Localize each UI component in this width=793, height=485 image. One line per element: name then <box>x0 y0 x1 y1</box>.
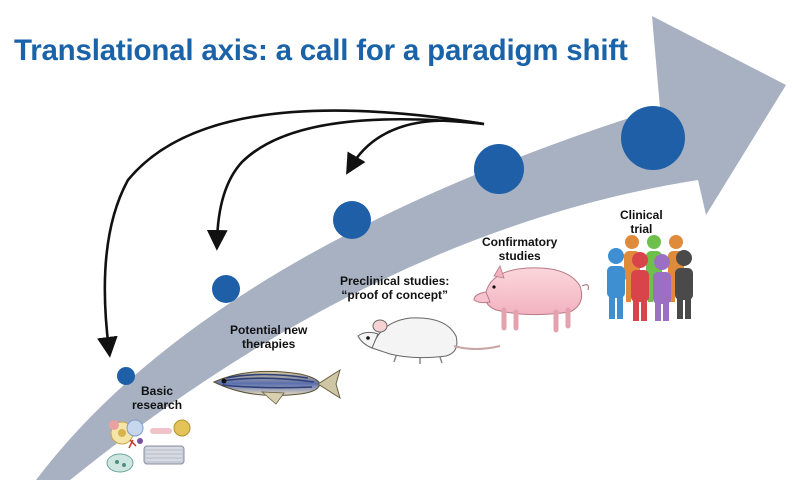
stage-dot-clinical-trial <box>621 106 685 170</box>
feedback-arrow-to-preclinical <box>350 121 484 168</box>
stage-label-line: therapies <box>230 337 307 351</box>
stage-label-line: Confirmatory <box>482 235 557 249</box>
stage-label-line: studies <box>482 249 557 263</box>
stage-label-line: “proof of concept” <box>340 288 449 302</box>
stage-dot-basic-research <box>117 367 135 385</box>
zebrafish-icon <box>214 370 340 404</box>
stage-label-confirmatory: Confirmatory studies <box>482 235 557 263</box>
rat-icon <box>358 318 500 364</box>
stage-label-line: Basic <box>132 384 182 398</box>
stage-dot-confirmatory <box>474 144 524 194</box>
stage-label-line: research <box>132 398 182 412</box>
stage-label-line: Potential new <box>230 323 307 337</box>
stage-dot-potential-therapies <box>212 275 240 303</box>
pig-icon <box>474 266 588 330</box>
people-icon <box>607 235 693 321</box>
cells-icon <box>107 420 190 472</box>
stage-label-clinical-trial: Clinical trial <box>620 208 663 236</box>
stage-label-preclinical: Preclinical studies: “proof of concept” <box>340 274 449 302</box>
stage-label-line: Preclinical studies: <box>340 274 449 288</box>
stage-label-potential-therapies: Potential new therapies <box>230 323 307 351</box>
diagram-title: Translational axis: a call for a paradig… <box>14 34 784 68</box>
stage-label-line: trial <box>620 222 663 236</box>
stage-label-basic-research: Basic research <box>132 384 182 412</box>
stage-dot-preclinical <box>333 201 371 239</box>
stage-label-line: Clinical <box>620 208 663 222</box>
